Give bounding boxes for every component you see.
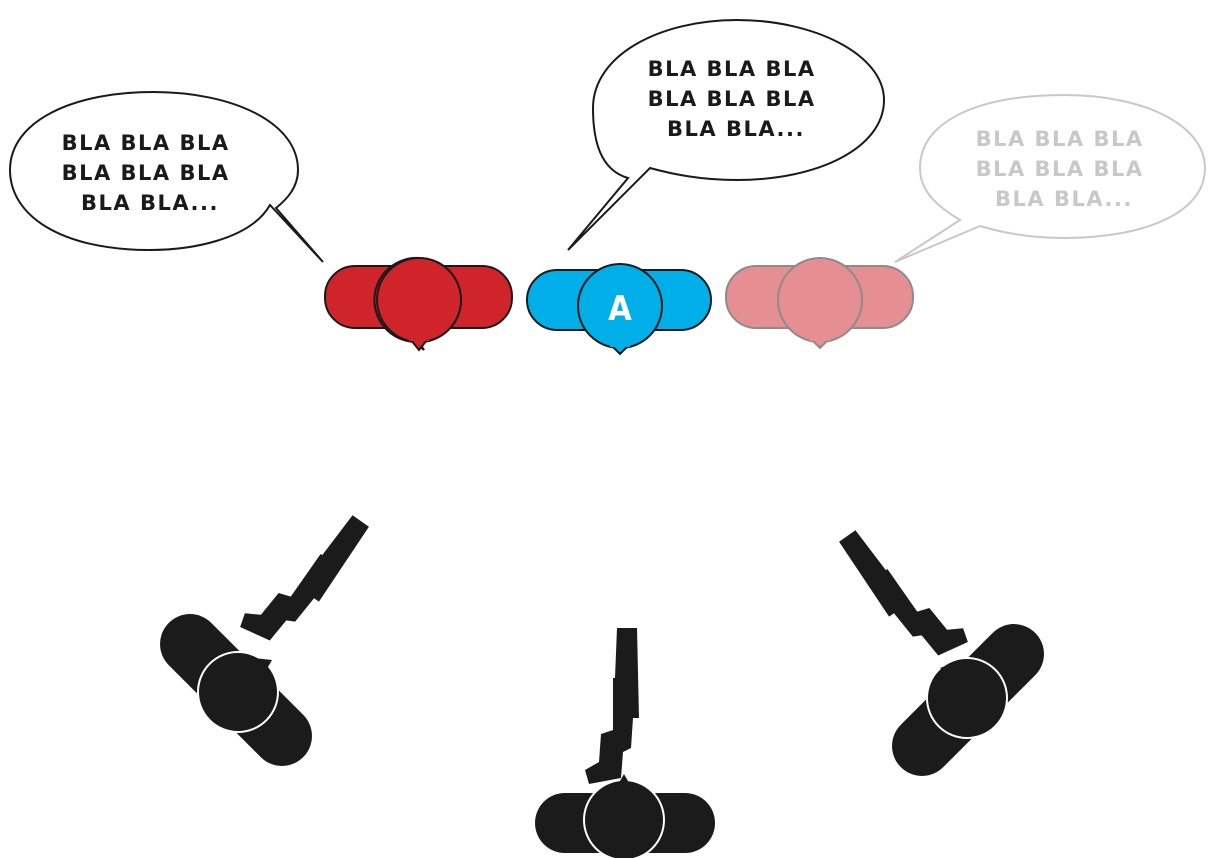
character-pink[interactable] xyxy=(726,258,913,348)
shooter-head xyxy=(927,658,1007,738)
pistol-icon xyxy=(237,497,371,656)
speech-line: BLA BLA BLA xyxy=(976,127,1144,151)
shooter-head xyxy=(584,780,664,858)
speech-line: BLA BLA BLA xyxy=(976,157,1144,181)
shooter-left xyxy=(148,497,371,778)
speech-line: BLA BLA... xyxy=(81,191,219,215)
speech-bubble-red: BLA BLA BLA BLA BLA BLA BLA BLA... xyxy=(10,92,323,262)
speech-line: BLA BLA BLA xyxy=(62,131,230,155)
character-red[interactable] xyxy=(325,258,512,350)
speech-line: BLA BLA BLA xyxy=(62,161,230,185)
shooter-right xyxy=(837,512,1056,788)
svg-text:BLA BLA BLA BLA BLA BLA: BLA BLA BLA BLA BLA BLA BLA BLA... xyxy=(62,131,239,215)
speech-bubble-blue: BLA BLA BLA BLA BLA BLA BLA BLA... xyxy=(568,20,884,250)
speech-bubble-pink: BLA BLA BLA BLA BLA BLA BLA BLA... xyxy=(895,95,1205,262)
svg-text:BLA BLA BLA BLA BLA BLA: BLA BLA BLA BLA BLA BLA BLA BLA... xyxy=(648,57,825,141)
pistol-icon xyxy=(585,628,639,784)
character-letter: A xyxy=(608,289,632,329)
speech-line: BLA BLA BLA xyxy=(648,87,816,111)
speech-line: BLA BLA... xyxy=(667,117,805,141)
speech-line: BLA BLA... xyxy=(995,187,1133,211)
character-head xyxy=(778,258,862,342)
svg-text:BLA BLA BLA BLA BLA BLA: BLA BLA BLA BLA BLA BLA BLA BLA... xyxy=(976,127,1153,211)
pistol-icon xyxy=(837,512,971,671)
shooter-center xyxy=(535,628,715,858)
character-blue[interactable]: A xyxy=(527,264,711,354)
speech-line: BLA BLA BLA xyxy=(648,57,816,81)
